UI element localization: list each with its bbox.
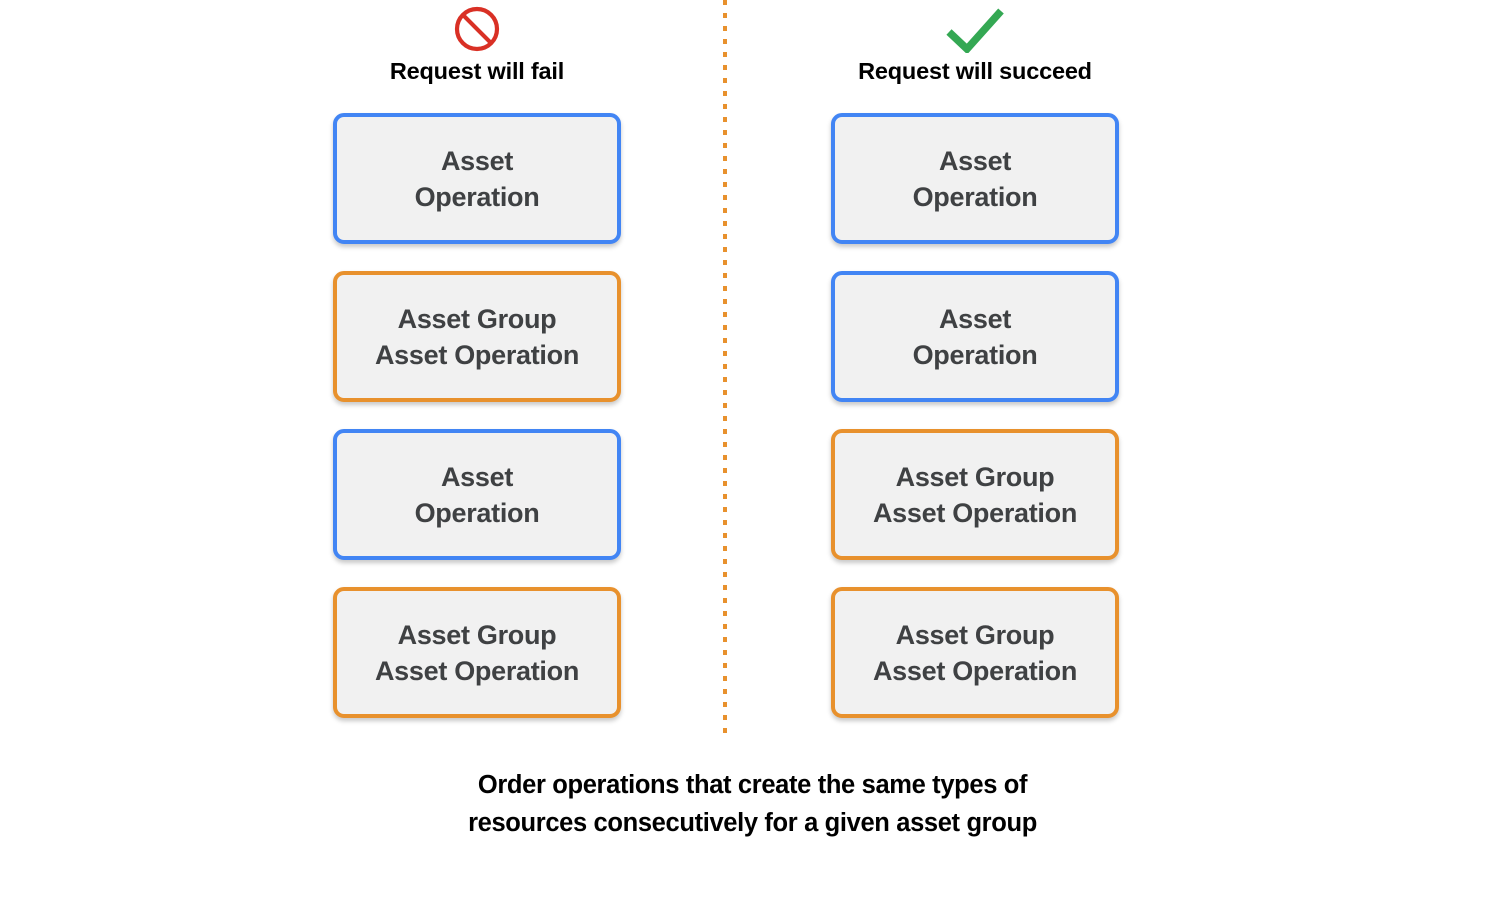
card-asset-operation[interactable]: Asset Operation xyxy=(333,113,621,244)
card-asset-group-asset-operation[interactable]: Asset Group Asset Operation xyxy=(831,429,1119,560)
card-line: Operation xyxy=(414,181,540,212)
card-stack-fail: Asset Operation Asset Group Asset Operat… xyxy=(333,113,621,718)
caption-line-1: Order operations that create the same ty… xyxy=(477,771,1028,799)
column-request-will-fail: Request will fail Asset Operation Asset … xyxy=(333,0,621,718)
card-asset-operation[interactable]: Asset Operation xyxy=(831,271,1119,402)
card-line: Asset Group xyxy=(397,303,557,334)
card-line: Asset xyxy=(938,303,1012,334)
column-header-fail: Request will fail xyxy=(333,0,621,113)
card-asset-group-asset-operation[interactable]: Asset Group Asset Operation xyxy=(333,271,621,402)
card-stack-succeed: Asset Operation Asset Operation Asset Gr… xyxy=(831,113,1119,718)
card-line: Asset Group xyxy=(895,619,1055,650)
prohibition-icon xyxy=(453,0,501,58)
dotted-divider xyxy=(723,0,727,737)
card-line: Asset Operation xyxy=(374,655,580,686)
card-line: Asset xyxy=(440,145,514,176)
card-line: Operation xyxy=(414,497,540,528)
card-line: Asset Group xyxy=(895,461,1055,492)
column-request-will-succeed: Request will succeed Asset Operation Ass… xyxy=(831,0,1119,718)
caption-line-2: resources consecutively for a given asse… xyxy=(468,809,1037,837)
column-header-succeed: Request will succeed xyxy=(831,0,1119,113)
card-asset-group-asset-operation[interactable]: Asset Group Asset Operation xyxy=(831,587,1119,718)
card-line: Asset Operation xyxy=(374,339,580,370)
column-header-label-succeed: Request will succeed xyxy=(858,58,1092,84)
card-asset-group-asset-operation[interactable]: Asset Group Asset Operation xyxy=(333,587,621,718)
card-line: Operation xyxy=(912,181,1038,212)
card-asset-operation[interactable]: Asset Operation xyxy=(831,113,1119,244)
card-line: Asset xyxy=(440,461,514,492)
card-line: Asset xyxy=(938,145,1012,176)
card-asset-operation[interactable]: Asset Operation xyxy=(333,429,621,560)
column-header-label-fail: Request will fail xyxy=(389,58,565,84)
card-line: Asset Operation xyxy=(872,497,1078,528)
diagram-caption: Order operations that create the same ty… xyxy=(0,766,1505,842)
card-line: Operation xyxy=(912,339,1038,370)
card-line: Asset Group xyxy=(397,619,557,650)
checkmark-icon xyxy=(943,0,1007,58)
card-line: Asset Operation xyxy=(872,655,1078,686)
